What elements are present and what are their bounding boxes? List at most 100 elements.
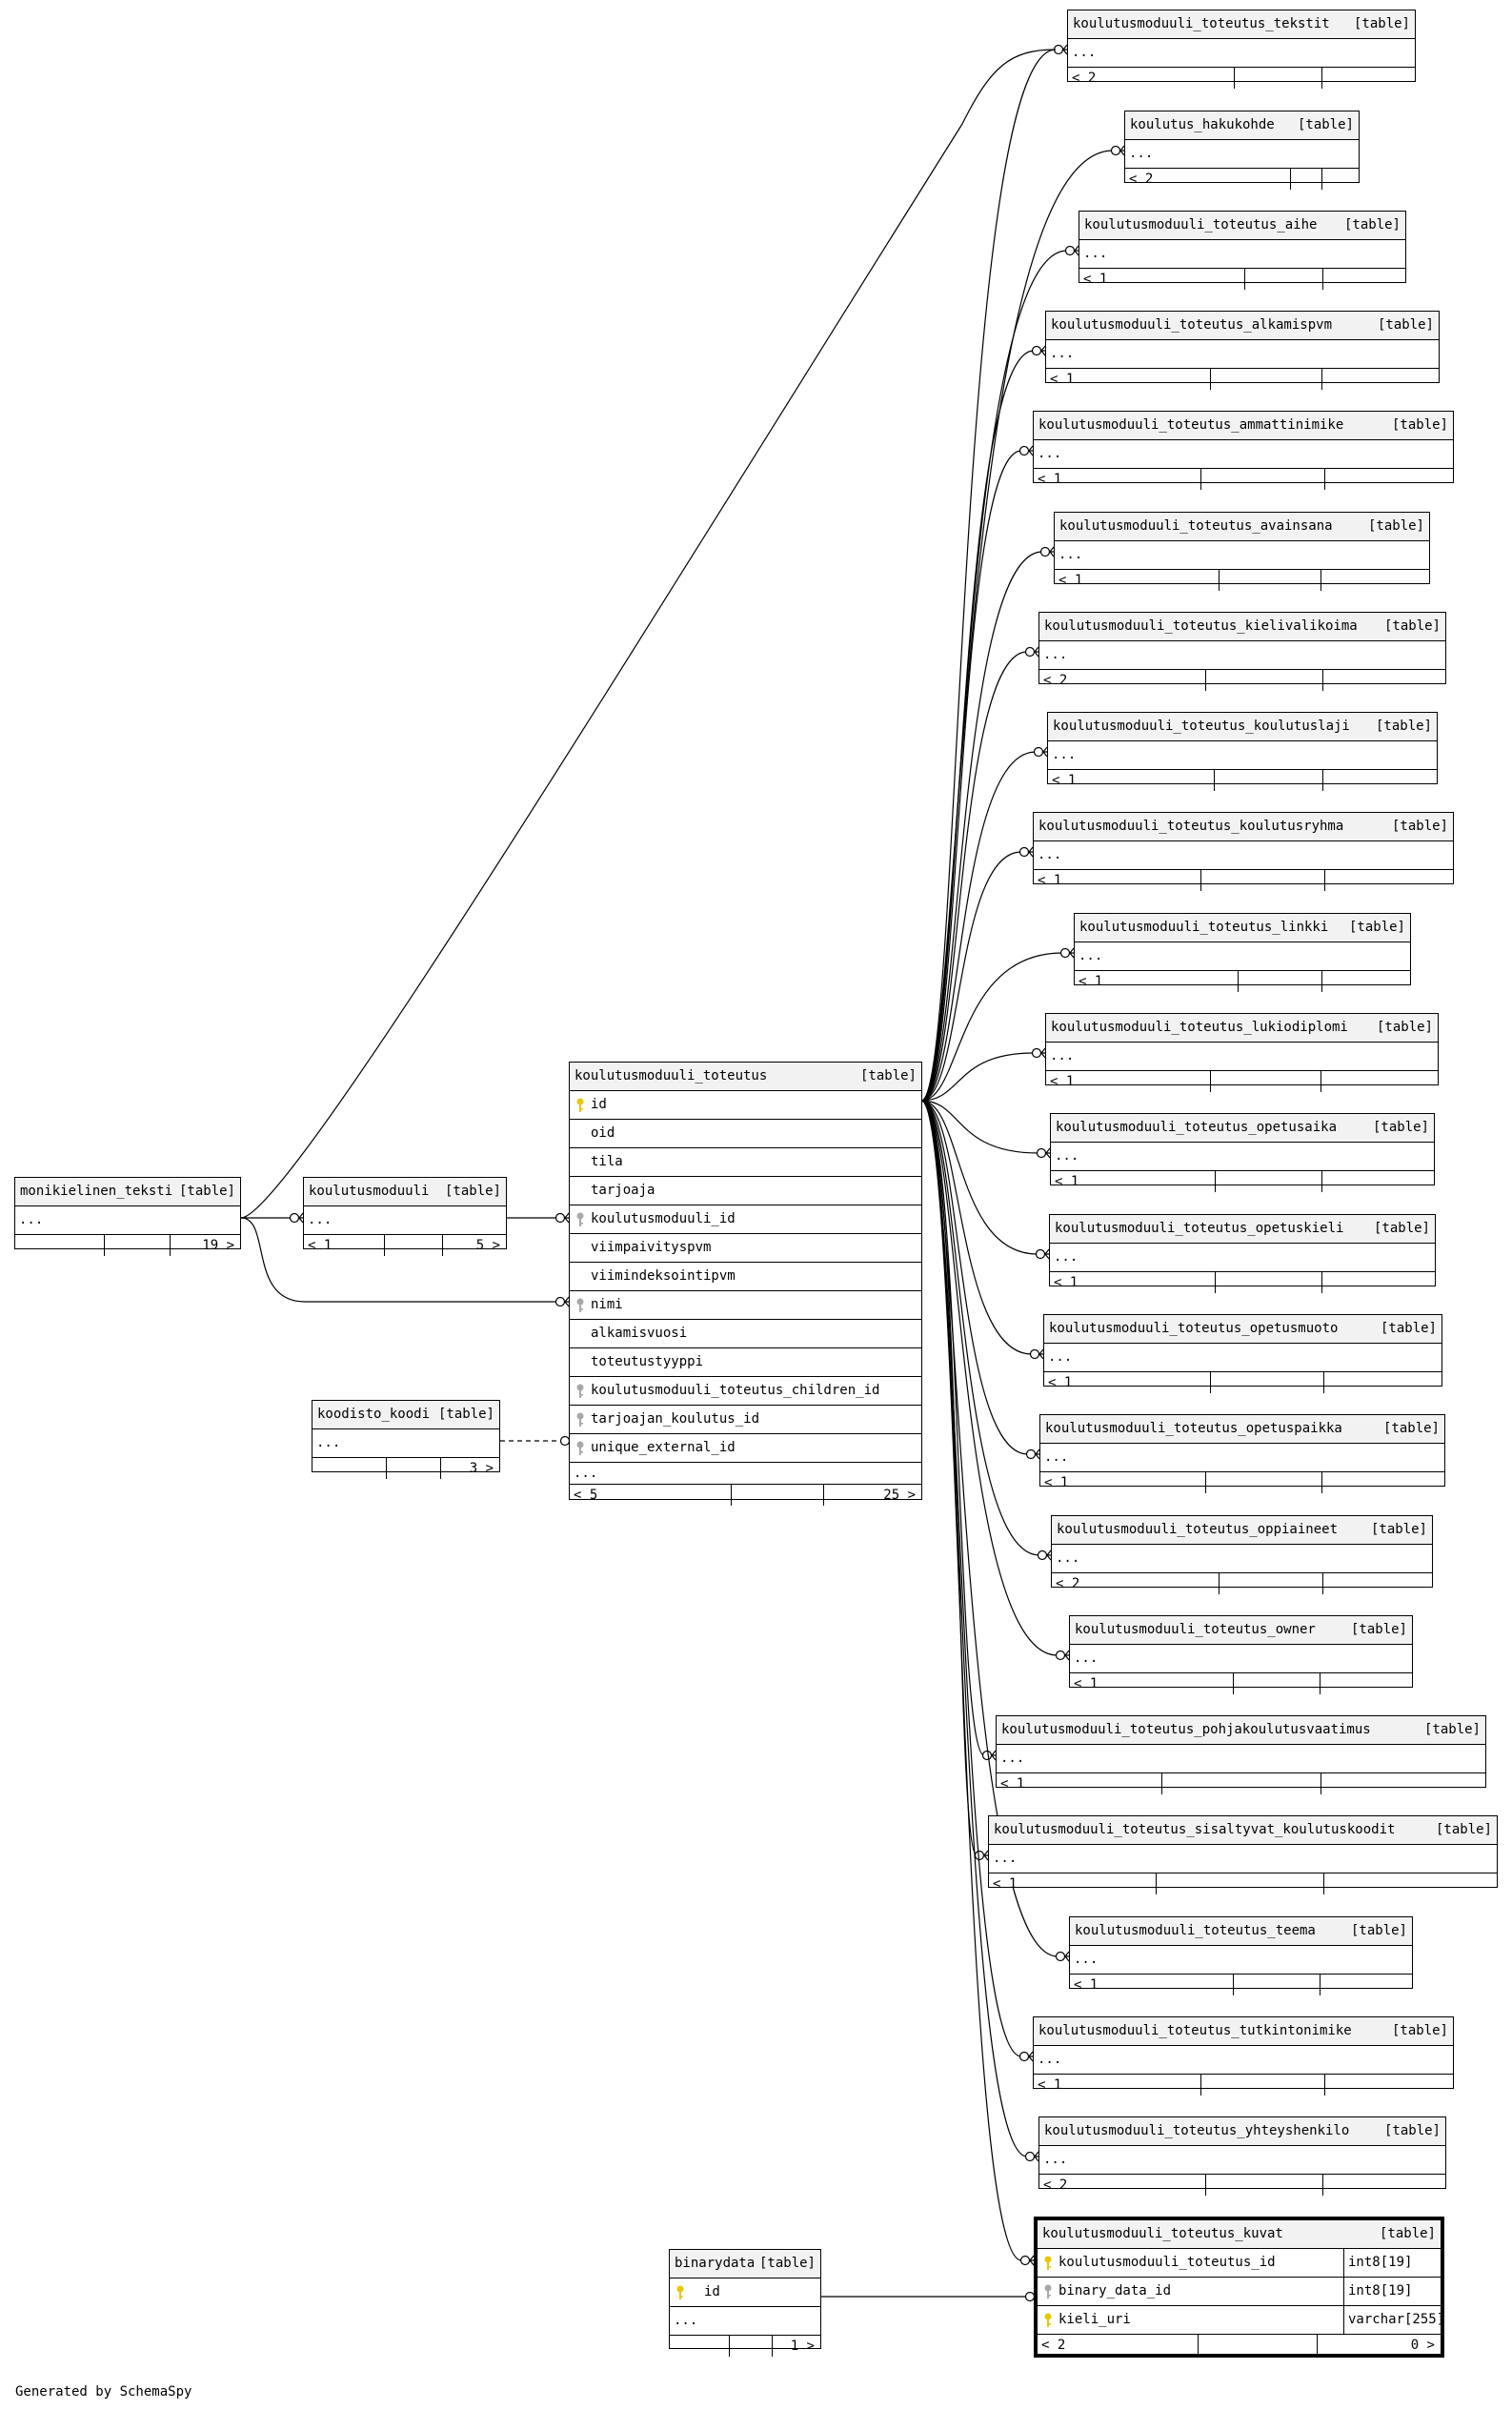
column-row[interactable]: tarjoajan_koulutus_id [570, 1406, 921, 1434]
table-koulutusmoduuli_toteutus_teema[interactable]: koulutusmoduuli_toteutus_teema[table]...… [1069, 1916, 1413, 1995]
parents-count[interactable]: < 1 [1046, 369, 1212, 390]
children-count[interactable] [1324, 1873, 1497, 1894]
parents-count[interactable]: < 2 [1039, 2175, 1206, 2196]
children-count[interactable] [1323, 1573, 1432, 1594]
table-koulutusmoduuli_toteutus_owner[interactable]: koulutusmoduuli_toteutus_owner[table]...… [1069, 1615, 1413, 1694]
children-count[interactable] [1320, 1673, 1412, 1694]
table-koulutusmoduuli_toteutus_koulutusryhma[interactable]: koulutusmoduuli_toteutus_koulutusryhma[t… [1033, 812, 1454, 891]
table-koulutusmoduuli_toteutus_linkki[interactable]: koulutusmoduuli_toteutus_linkki[table]..… [1074, 913, 1411, 992]
children-count[interactable] [1322, 1472, 1444, 1493]
parents-count[interactable]: < 1 [304, 1235, 385, 1256]
children-count[interactable] [1323, 770, 1437, 791]
table-koodisto_koodi[interactable]: koodisto_koodi[table]...3 > [312, 1400, 500, 1479]
parents-count[interactable] [15, 1235, 106, 1256]
table-koulutusmoduuli_toteutus_alkamispvm[interactable]: koulutusmoduuli_toteutus_alkamispvm[tabl… [1045, 311, 1440, 390]
table-koulutusmoduuli_toteutus_tekstit[interactable]: koulutusmoduuli_toteutus_tekstit[table].… [1067, 10, 1416, 89]
children-count[interactable]: 1 > [790, 2339, 815, 2354]
parents-count[interactable]: < 1 [989, 1873, 1157, 1894]
children-count[interactable] [1322, 971, 1410, 992]
parents-count[interactable]: < 2 [1125, 169, 1291, 190]
table-koulutusmoduuli_toteutus_aihe[interactable]: koulutusmoduuli_toteutus_aihe[table]...<… [1079, 211, 1406, 290]
table-koulutusmoduuli_toteutus_avainsana[interactable]: koulutusmoduuli_toteutus_avainsana[table… [1054, 512, 1430, 591]
parents-count[interactable]: < 2 [1038, 2335, 1200, 2356]
children-count[interactable]: 25 > [883, 1488, 917, 1503]
column-row[interactable]: viimindeksointipvm [570, 1263, 921, 1291]
parents-count[interactable]: < 1 [1034, 469, 1201, 490]
parents-count[interactable]: < 1 [1048, 770, 1216, 791]
parents-count[interactable]: < 1 [1070, 1975, 1235, 1995]
table-koulutusmoduuli_toteutus_ammattinimike[interactable]: koulutusmoduuli_toteutus_ammattinimike[t… [1033, 411, 1454, 490]
table-koulutusmoduuli_toteutus_opetuskieli[interactable]: koulutusmoduuli_toteutus_opetuskieli[tab… [1049, 1214, 1436, 1293]
parents-count[interactable]: < 1 [997, 1773, 1163, 1794]
table-koulutusmoduuli_toteutus_kielivalikoima[interactable]: koulutusmoduuli_toteutus_kielivalikoima[… [1038, 612, 1446, 691]
column-row[interactable]: viimpaivityspvm [570, 1234, 921, 1263]
table-koulutusmoduuli_toteutus_tutkintonimike[interactable]: koulutusmoduuli_toteutus_tutkintonimike[… [1033, 2016, 1454, 2096]
column-row[interactable]: unique_external_id [570, 1434, 921, 1463]
table-koulutusmoduuli_toteutus_sisaltyvat_koulutuskoodit[interactable]: koulutusmoduuli_toteutus_sisaltyvat_koul… [988, 1815, 1498, 1894]
parents-count[interactable]: < 1 [1051, 1171, 1216, 1192]
children-count[interactable]: 3 > [469, 1461, 494, 1476]
parents-count[interactable]: < 1 [1040, 1472, 1206, 1493]
parents-count[interactable]: < 1 [1070, 1673, 1235, 1694]
column-row[interactable]: alkamisvuosi [570, 1320, 921, 1348]
children-count[interactable] [1324, 1372, 1441, 1393]
children-count[interactable] [1323, 670, 1445, 691]
children-count[interactable] [1325, 870, 1454, 891]
parents-count[interactable]: < 2 [1068, 68, 1235, 89]
parents-count[interactable]: < 1 [1055, 570, 1220, 591]
parents-count[interactable] [670, 2336, 731, 2357]
table-koulutusmoduuli_toteutus_yhteyshenkilo[interactable]: koulutusmoduuli_toteutus_yhteyshenkilo[t… [1038, 2116, 1446, 2196]
children-count[interactable] [1321, 1071, 1438, 1092]
children-count[interactable] [1322, 1272, 1435, 1293]
parents-count[interactable] [312, 1458, 388, 1479]
children-count[interactable] [1325, 469, 1454, 490]
column-row[interactable]: koulutusmoduuli_toteutus_children_id [570, 1377, 921, 1406]
column-row[interactable]: id [570, 1091, 921, 1120]
children-count[interactable] [1320, 1975, 1412, 1995]
children-count[interactable] [1322, 369, 1439, 390]
table-koulutusmoduuli_toteutus_opetuspaikka[interactable]: koulutusmoduuli_toteutus_opetuspaikka[ta… [1039, 1414, 1445, 1493]
parents-count[interactable]: < 1 [1079, 269, 1246, 290]
parents-count[interactable]: < 1 [1046, 1071, 1211, 1092]
children-count[interactable]: 0 > [1410, 2338, 1435, 2353]
table-koulutusmoduuli_toteutus_opetusaika[interactable]: koulutusmoduuli_toteutus_opetusaika[tabl… [1050, 1113, 1435, 1192]
table-koulutusmoduuli_toteutus_kuvat[interactable]: koulutusmoduuli_toteutus_kuvat[table]kou… [1034, 2217, 1444, 2358]
parents-count[interactable]: < 1 [1044, 1372, 1212, 1393]
column-row[interactable]: toteutustyyppi [570, 1348, 921, 1377]
children-count[interactable] [1321, 570, 1429, 591]
table-binarydata[interactable]: binarydata[table]id...1 > [669, 2249, 821, 2357]
column-row[interactable]: oid [570, 1120, 921, 1148]
column-row[interactable]: nimi [570, 1291, 921, 1320]
parents-count[interactable]: < 1 [1034, 870, 1201, 891]
children-count[interactable] [1323, 269, 1405, 290]
children-count[interactable] [1322, 169, 1359, 190]
table-koulutusmoduuli_toteutus_opetusmuoto[interactable]: koulutusmoduuli_toteutus_opetusmuoto[tab… [1043, 1314, 1442, 1393]
column-row[interactable]: tila [570, 1148, 921, 1177]
column-row[interactable]: id [670, 2278, 820, 2307]
table-koulutusmoduuli_toteutus_koulutuslaji[interactable]: koulutusmoduuli_toteutus_koulutuslaji[ta… [1047, 712, 1438, 791]
table-koulutus_hakukohde[interactable]: koulutus_hakukohde[table]...< 2 [1124, 111, 1360, 190]
children-count[interactable] [1323, 2175, 1445, 2196]
children-count[interactable] [1322, 1171, 1434, 1192]
parents-count[interactable]: < 2 [1039, 670, 1206, 691]
parents-count[interactable]: < 2 [1052, 1573, 1220, 1594]
parents-count[interactable]: < 5 [570, 1485, 732, 1506]
table-koulutusmoduuli_toteutus_pohjakoulutusvaatimus[interactable]: koulutusmoduuli_toteutus_pohjakoulutusva… [996, 1715, 1486, 1794]
parents-count[interactable]: < 1 [1075, 971, 1240, 992]
children-count[interactable] [1325, 2075, 1454, 2096]
children-count[interactable]: 5 > [475, 1238, 501, 1253]
children-count[interactable] [1321, 1773, 1485, 1794]
children-count[interactable] [1322, 68, 1415, 89]
table-monikielinen_teksti[interactable]: monikielinen_teksti[table]...19 > [14, 1177, 241, 1256]
parents-count[interactable]: < 1 [1050, 1272, 1216, 1293]
parents-count[interactable]: < 1 [1034, 2075, 1201, 2096]
table-koulutusmoduuli_toteutus_lukiodiplomi[interactable]: koulutusmoduuli_toteutus_lukiodiplomi[ta… [1045, 1013, 1439, 1092]
children-count[interactable]: 19 > [202, 1238, 235, 1253]
column-row[interactable]: koulutusmoduuli_id [570, 1205, 921, 1234]
table-koulutusmoduuli_toteutus_oppiaineet[interactable]: koulutusmoduuli_toteutus_oppiaineet[tabl… [1051, 1515, 1433, 1594]
